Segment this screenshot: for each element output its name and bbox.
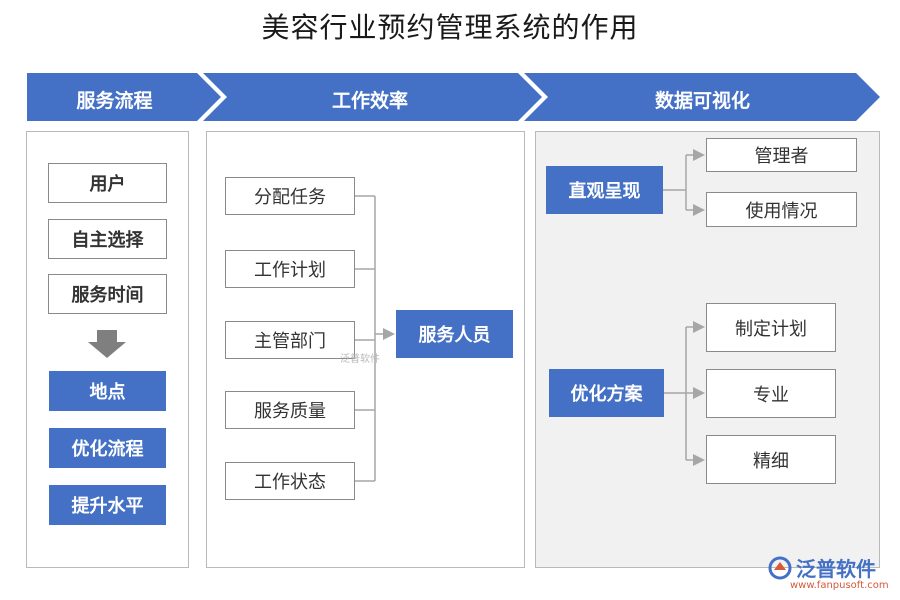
stage-arrow-1	[27, 73, 221, 121]
stage-arrow-3	[524, 73, 880, 121]
flow-item-service-time: 服务时间	[48, 274, 167, 314]
viz-professional: 专业	[706, 369, 836, 418]
logo-icon	[768, 556, 792, 579]
logo-url: www.fanpusoft.com	[790, 580, 889, 591]
stage-label-3: 数据可视化	[654, 90, 750, 112]
logo-name: 泛普软件	[796, 557, 876, 581]
task-status: 工作状态	[225, 462, 355, 500]
page-title: 美容行业预约管理系统的作用	[261, 11, 639, 44]
task-assign: 分配任务	[225, 177, 355, 215]
flow-item-improve: 提升水平	[49, 485, 166, 525]
viz-usage: 使用情况	[706, 192, 857, 227]
optimize-plan: 优化方案	[549, 369, 664, 417]
viz-make-plan: 制定计划	[706, 303, 836, 352]
task-quality: 服务质量	[225, 391, 355, 429]
flow-item-location: 地点	[49, 371, 166, 411]
viz-fine: 精细	[706, 435, 836, 484]
down-arrow-icon	[88, 330, 126, 358]
watermark: 泛普软件	[340, 354, 380, 365]
service-staff: 服务人员	[396, 310, 513, 358]
stage-arrow-2	[203, 73, 542, 121]
flow-item-optimize: 优化流程	[49, 428, 166, 468]
flow-item-user: 用户	[48, 163, 167, 203]
viz-manager: 管理者	[706, 138, 857, 172]
intuitive-display: 直观呈现	[546, 166, 663, 214]
task-department: 主管部门	[225, 321, 355, 359]
flow-item-self-select: 自主选择	[48, 219, 167, 259]
stage-banner	[27, 73, 880, 121]
task-work-plan: 工作计划	[225, 250, 355, 288]
stage-label-2: 工作效率	[331, 90, 408, 112]
brand-logo: 泛普软件	[768, 553, 876, 582]
stage-label-1: 服务流程	[76, 90, 153, 112]
